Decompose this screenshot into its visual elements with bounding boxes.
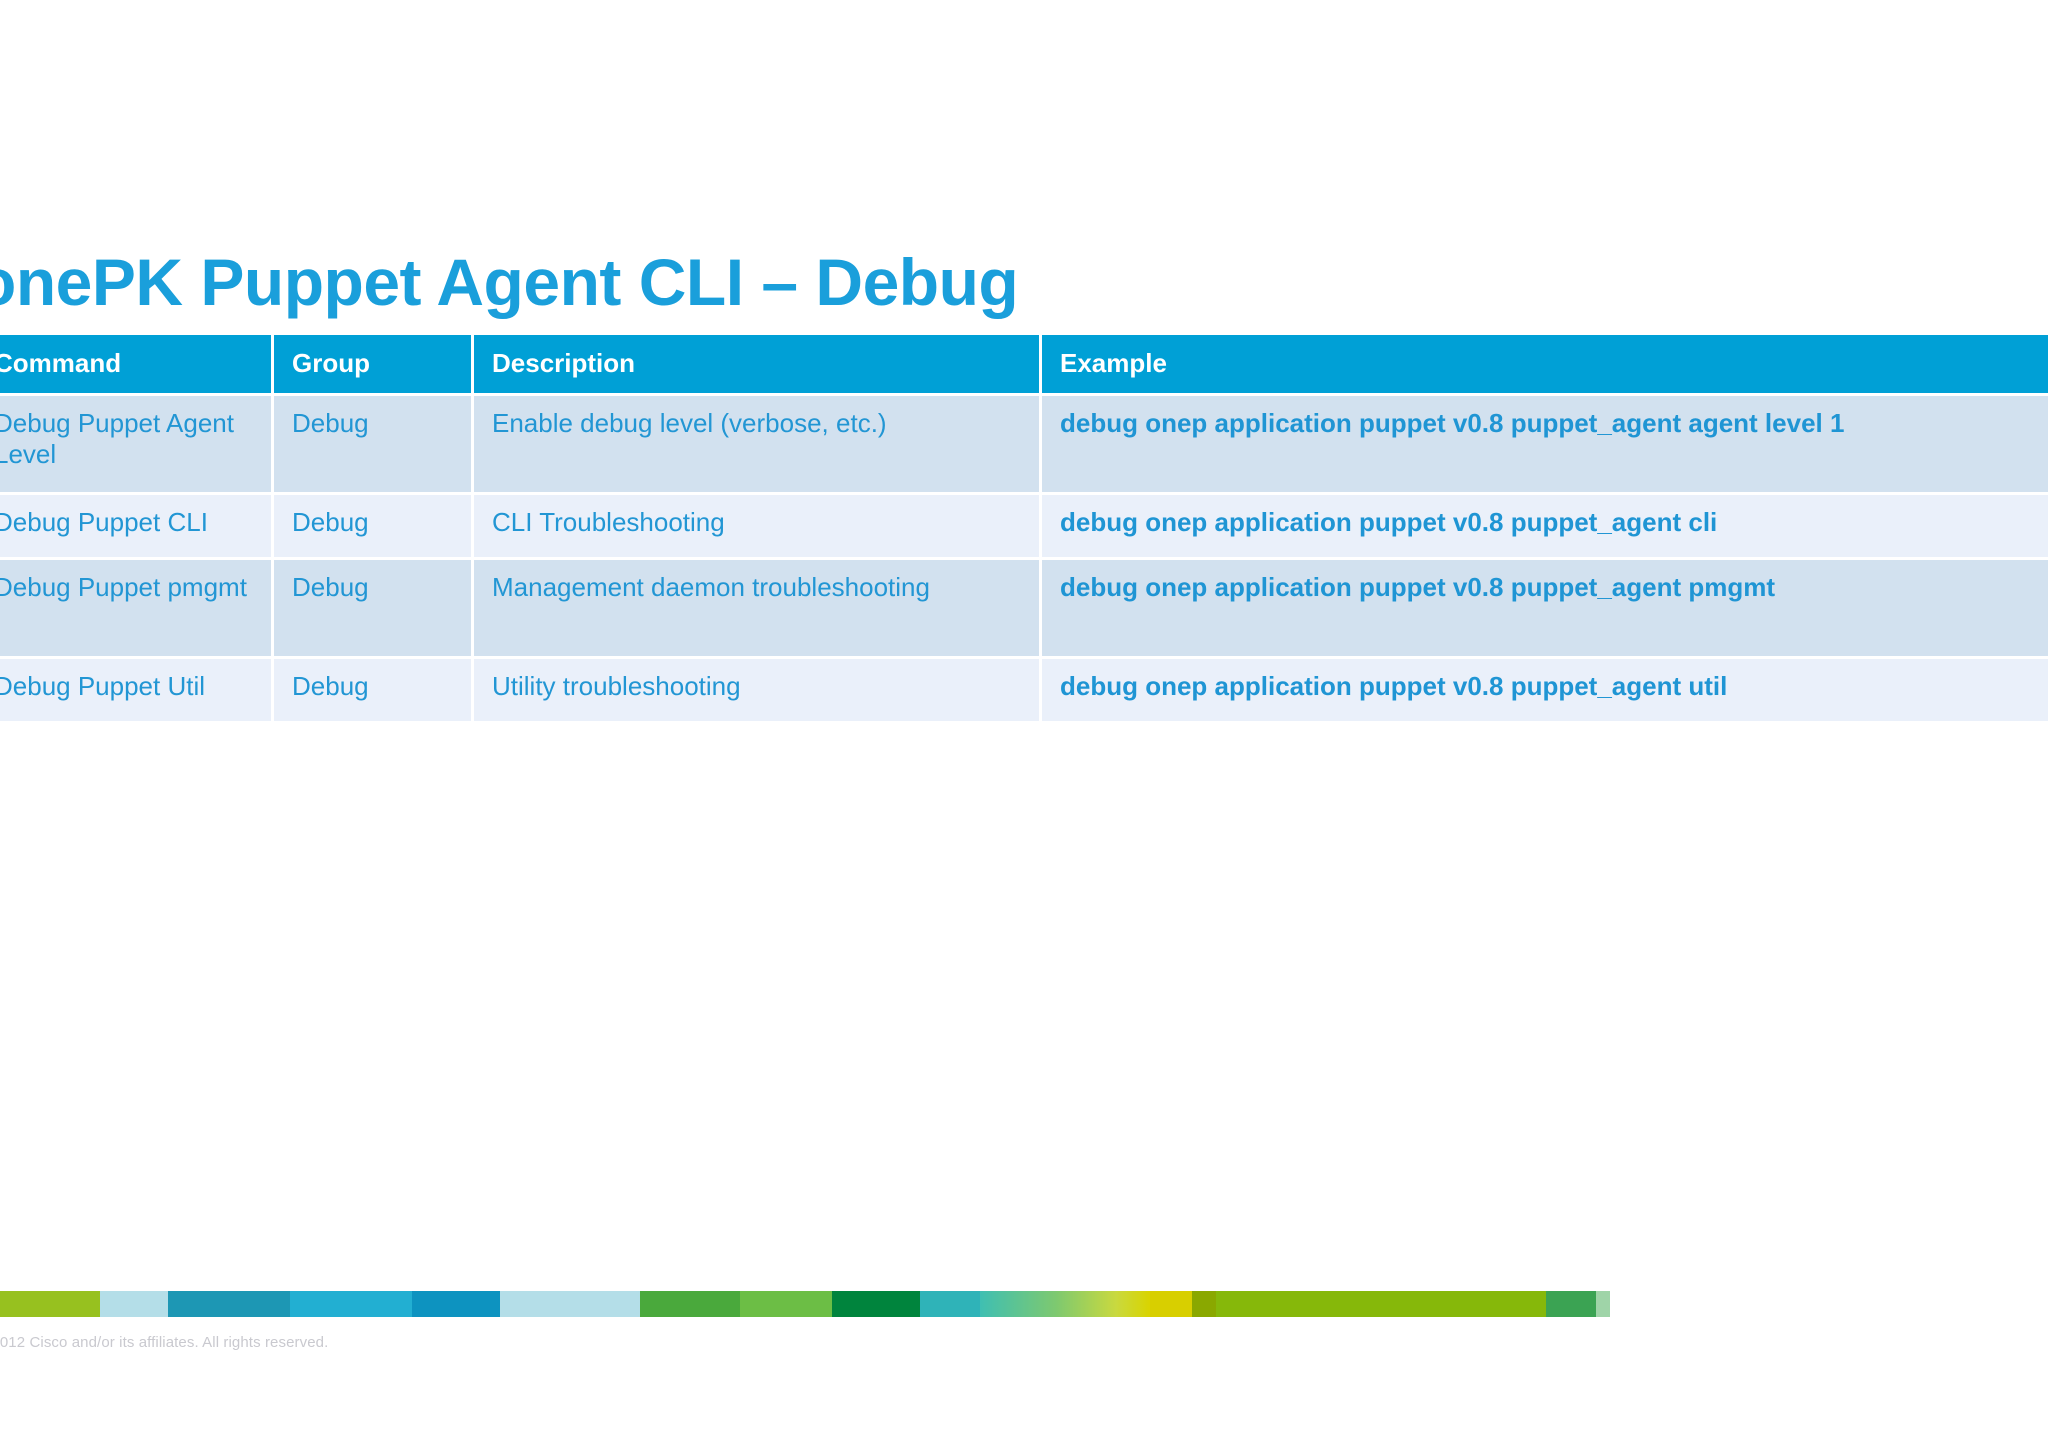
page-title: onePK Puppet Agent CLI – Debug [0,245,1019,320]
cell-example: debug onep application puppet v0.8 puppe… [1042,495,2048,560]
table-header: Command Group Description Example [0,335,2048,396]
cell-group: Debug [274,396,474,495]
cell-group: Debug [274,659,474,724]
cell-example: debug onep application puppet v0.8 puppe… [1042,560,2048,659]
footer-bar-segment [1596,1291,1610,1317]
footer-bar-segment [1216,1291,1546,1317]
footer-bar-segment [290,1291,412,1317]
cell-command: Debug Puppet CLI [0,495,274,560]
cell-command: Debug Puppet Util [0,659,274,724]
table-body: Debug Puppet Agent Level Debug Enable de… [0,396,2048,724]
footer-bar-segment [168,1291,290,1317]
cell-example: debug onep application puppet v0.8 puppe… [1042,396,2048,495]
table-row: Debug Puppet pmgmt Debug Management daem… [0,560,2048,659]
footer-bar-segment [640,1291,740,1317]
footer-bar-segment [100,1291,168,1317]
column-header-group: Group [274,335,474,396]
footer-bar-segment [1546,1291,1596,1317]
commands-table: Command Group Description Example Debug … [0,335,2048,724]
copyright-notice: © 2012 Cisco and/or its affiliates. All … [0,1334,329,1351]
cell-example: debug onep application puppet v0.8 puppe… [1042,659,2048,724]
cell-description: Management daemon troubleshooting [474,560,1042,659]
cell-command: Debug Puppet pmgmt [0,560,274,659]
footer-color-bar [0,1291,1810,1317]
footer-bar-segment [920,1291,980,1317]
footer-bar-segment [980,1291,1150,1317]
footer-bar-segment [1192,1291,1216,1317]
column-header-description: Description [474,335,1042,396]
footer-bar-segment [1150,1291,1192,1317]
table-row: Debug Puppet Util Debug Utility troubles… [0,659,2048,724]
cell-description: CLI Troubleshooting [474,495,1042,560]
cell-command: Debug Puppet Agent Level [0,396,274,495]
table-row: Debug Puppet CLI Debug CLI Troubleshooti… [0,495,2048,560]
cell-group: Debug [274,495,474,560]
footer-bar-segment [500,1291,640,1317]
footer-bar-segment [412,1291,500,1317]
cell-group: Debug [274,560,474,659]
table-row: Debug Puppet Agent Level Debug Enable de… [0,396,2048,495]
table-header-row: Command Group Description Example [0,335,2048,396]
footer-bar-segment [0,1291,100,1317]
footer-bar-segment [740,1291,832,1317]
cell-description: Enable debug level (verbose, etc.) [474,396,1042,495]
column-header-example: Example [1042,335,2048,396]
column-header-command: Command [0,335,274,396]
cell-description: Utility troubleshooting [474,659,1042,724]
footer-bar-segment [832,1291,920,1317]
